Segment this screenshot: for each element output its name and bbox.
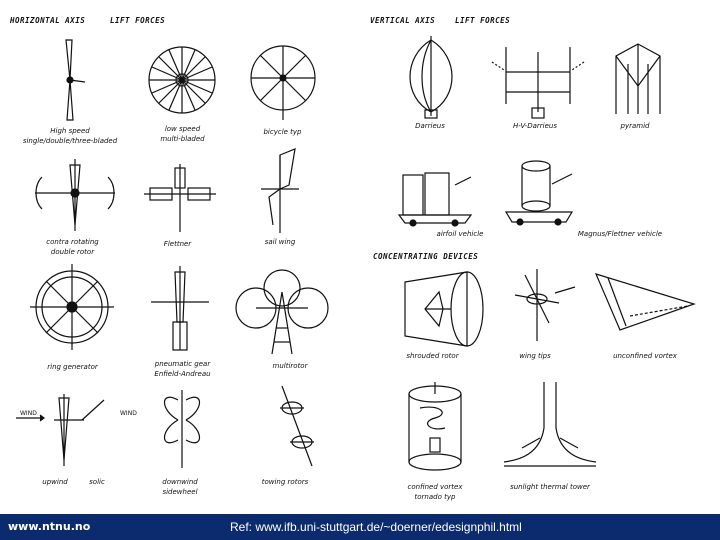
thermal-tower-figure — [503, 382, 597, 467]
caption-pyramid: pyramid — [620, 122, 650, 130]
h-darrieus-rotor-figure — [491, 47, 585, 119]
caption-ring-generator: ring generator — [47, 363, 98, 371]
header-horizontal-axis: HORIZONTAL AXIS — [10, 16, 86, 25]
contra-rotating-rotor-figure — [35, 159, 115, 231]
wind-label-left: WIND — [20, 410, 37, 417]
header-vertical-axis: VERTICAL AXIS — [370, 16, 436, 25]
bicycle-rotor-figure — [250, 45, 316, 120]
caption-bicycle: bicycle typ — [263, 128, 302, 136]
caption-flettner: Flettner — [163, 240, 192, 248]
caption-sunlight-tower: sunlight thermal tower — [510, 483, 590, 491]
caption-sail-wing: sail wing — [264, 238, 296, 246]
caption-h-darrieus: H-V-Darrieus — [513, 122, 557, 130]
caption-high-speed: High speed — [50, 127, 90, 135]
caption-towing-rotors: towing rotors — [261, 478, 309, 486]
caption-airfoil-vehicle: airfoil vehicle — [436, 230, 484, 238]
caption-enfield-andreau: Enfield-Andreau — [154, 370, 211, 378]
caption-downwind: downwind — [162, 478, 198, 486]
wind-label-right: WIND — [120, 410, 137, 417]
upwind-downwind-figure — [16, 394, 105, 466]
darrieus-rotor-figure — [409, 36, 453, 119]
caption-shrouded-rotor: shrouded rotor — [406, 352, 459, 360]
flettner-rotor-figure — [144, 164, 216, 232]
caption-confined-vortex: confined vortex — [407, 483, 463, 491]
unconfined-vortex-figure — [594, 273, 696, 331]
magnus-vehicle-figure — [504, 160, 574, 226]
caption-wing-tips: wing tips — [519, 352, 551, 360]
header-lift-forces-left: LIFT FORCES — [110, 16, 166, 25]
pneumatic-gear-figure — [151, 266, 209, 351]
caption-multirotor: multirotor — [272, 362, 308, 370]
sidewheel-figure — [163, 390, 201, 468]
high-speed-rotor-figure — [65, 39, 86, 121]
confined-vortex-figure — [408, 382, 462, 471]
caption-magnus-vehicle: Magnus/Flettner vehicle — [577, 230, 663, 238]
caption-double-rotor: double rotor — [50, 248, 95, 256]
header-lift-forces-right: LIFT FORCES — [455, 16, 511, 25]
caption-multi-bladed: multi-bladed — [160, 135, 205, 143]
footer-site-link[interactable]: www.ntnu.no — [8, 520, 91, 533]
header-concentrating-devices: CONCENTRATING DEVICES — [373, 252, 479, 261]
sail-wing-figure — [261, 148, 299, 233]
caption-contra-rotating: contra rotating — [46, 238, 99, 246]
caption-low-speed: low speed — [164, 125, 201, 133]
footer-reference: Ref: www.ifb.uni-stuttgart.de/~doerner/e… — [230, 520, 522, 534]
airfoil-vehicle-figure — [397, 172, 473, 227]
shrouded-rotor-figure — [404, 271, 484, 347]
footer-bar: www.ntnu.no Ref: www.ifb.uni-stuttgart.d… — [0, 514, 720, 540]
pyramid-rotor-figure — [615, 43, 661, 114]
caption-darrieus: Darrieus — [415, 122, 445, 130]
ring-generator-figure — [30, 264, 114, 350]
caption-unconfined-vortex: unconfined vortex — [613, 352, 677, 360]
caption-pneumatic-gear: pneumatic gear — [154, 360, 211, 368]
multi-bladed-rotor-figure — [148, 46, 216, 114]
wing-tips-figure — [514, 269, 576, 341]
caption-tornado-typ: tornado typ — [414, 493, 456, 501]
multirotor-figure — [235, 269, 329, 355]
caption-sidewheel: sidewheel — [162, 488, 198, 496]
caption-high-speed-types: single/double/three-bladed — [22, 137, 118, 145]
caption-upwind: upwind — [42, 478, 68, 486]
caption-upwind-sub: solic — [89, 478, 105, 486]
towing-rotors-figure — [280, 385, 314, 467]
